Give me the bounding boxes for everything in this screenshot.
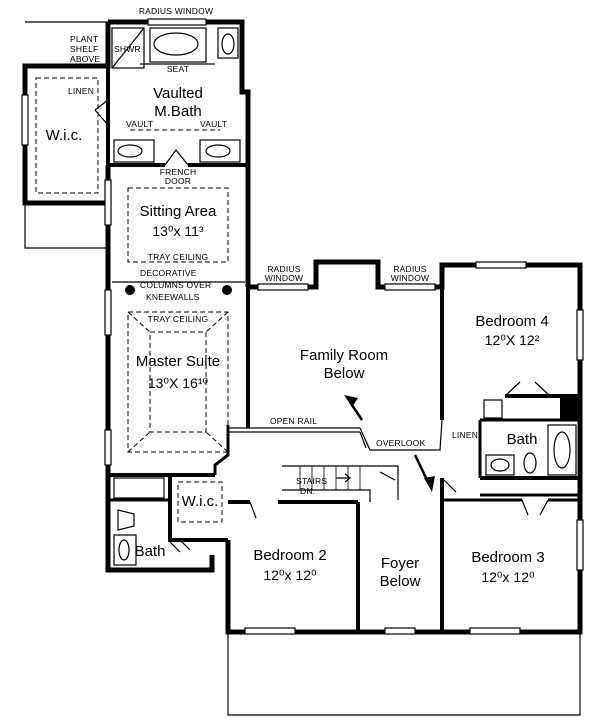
stairs-label-2: DN.: [300, 486, 315, 496]
wic-master-label: W.i.c.: [46, 127, 83, 144]
vault-right: VAULT: [200, 119, 227, 129]
stairs-label-1: STAIRS: [296, 476, 327, 486]
stairs: [282, 465, 399, 502]
bath-upper-label: Bath: [507, 431, 538, 448]
master-suite-dim: 13⁰X 16¹⁰: [148, 375, 209, 391]
foyer-label: Foyer: [381, 555, 419, 572]
seat-label: SEAT: [167, 64, 189, 74]
bedroom3-dim: 12⁰x 12⁰: [481, 569, 535, 585]
plant-shelf-1: PLANT: [70, 34, 98, 44]
linen-hall: LINEN: [452, 430, 478, 440]
plant-shelf-3: ABOVE: [70, 54, 100, 64]
wic-small-label: W.i.c.: [182, 493, 219, 510]
vault-left: VAULT: [126, 119, 153, 129]
master-bath-fixtures: [94, 27, 241, 166]
bedroom2-label: Bedroom 2: [253, 547, 326, 564]
family-room-below: Below: [324, 365, 365, 382]
bedroom4-label: Bedroom 4: [475, 313, 548, 330]
french-door-1: FRENCH: [160, 167, 197, 177]
tray-ceiling-2: TRAY CEILING: [148, 314, 209, 324]
porch: [24, 21, 581, 716]
lower-bath-fixtures: [113, 477, 457, 566]
vaulted-mbath-label-2: M.Bath: [154, 103, 202, 120]
suite-details: [112, 187, 245, 453]
room-labels: Vaulted M.Bath W.i.c. Sitting Area 13⁰x …: [46, 85, 549, 590]
french-door-2: DOOR: [165, 176, 191, 186]
sitting-area-dim: 13⁰x 11³: [152, 223, 204, 239]
decorative-columns-3: KNEEWALLS: [146, 292, 200, 302]
radius-window-right-2: WINDOW: [391, 273, 430, 283]
overlook-label: OVERLOOK: [376, 438, 425, 448]
decorative-columns-2: COLUMNS OVER: [140, 280, 211, 290]
master-wic-shelving: [35, 77, 99, 194]
tray-ceiling-1: TRAY CEILING: [148, 252, 209, 262]
bedroom2-dim: 12⁰x 12⁰: [263, 567, 317, 583]
shwr-label: SHWR: [114, 44, 141, 54]
family-room-label: Family Room: [300, 347, 388, 364]
bedroom3-label: Bedroom 3: [471, 549, 544, 566]
master-suite-label: Master Suite: [136, 353, 220, 370]
decorative-columns-1: DECORATIVE: [140, 268, 197, 278]
windows: [21, 18, 584, 635]
arrows: [344, 395, 435, 492]
upper-bath-fixtures: [483, 381, 578, 516]
radius-window-left-1: RADIUS: [267, 264, 300, 274]
annotations: RADIUS WINDOW PLANT SHELF ABOVE SHWR SEA…: [68, 6, 478, 496]
linen-master: LINEN: [68, 86, 94, 96]
bedroom4-dim: 12⁰X 12²: [485, 332, 540, 348]
sitting-area-label: Sitting Area: [140, 203, 217, 220]
radius-window-left-2: WINDOW: [265, 273, 304, 283]
overlook-rail: [228, 419, 443, 451]
plant-shelf-2: SHELF: [70, 44, 98, 54]
radius-window-top: RADIUS WINDOW: [139, 6, 213, 16]
open-rail-label: OPEN RAIL: [270, 416, 317, 426]
foyer-below: Below: [380, 573, 421, 590]
radius-window-right-1: RADIUS: [393, 264, 426, 274]
vaulted-mbath-label: Vaulted: [153, 85, 203, 102]
bath-lower-label: Bath: [135, 543, 166, 560]
